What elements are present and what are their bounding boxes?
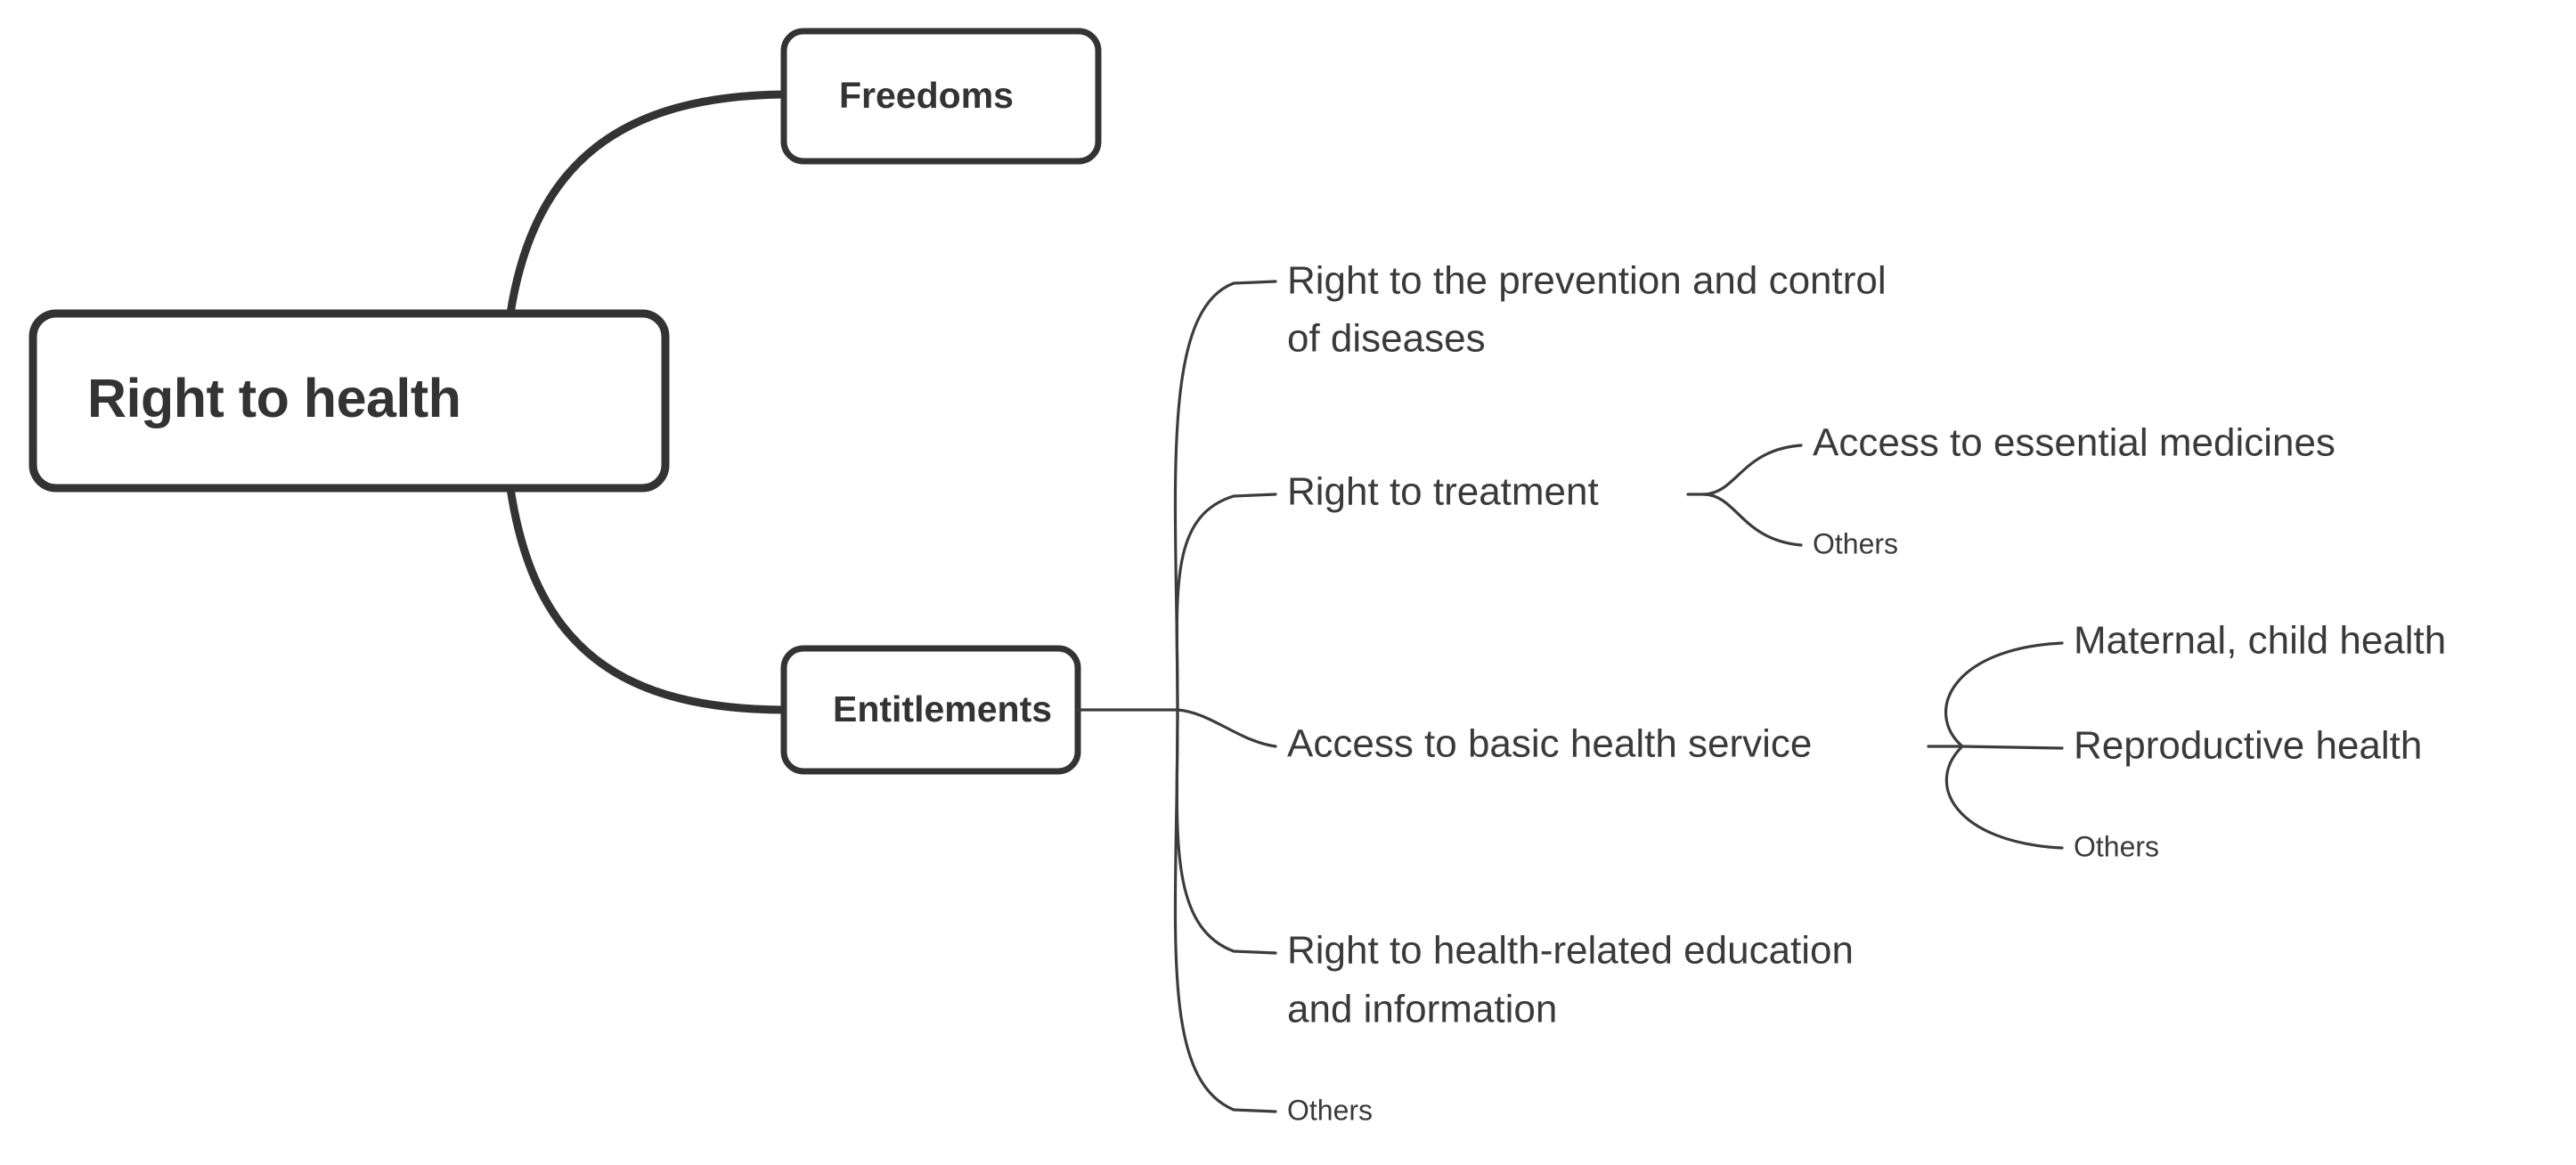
topic-prevention[interactable]: Right to the prevention and control of d… — [1287, 259, 1887, 361]
topic-entitlements-others-label: Others — [1287, 1094, 1373, 1126]
leaf-essential-medicines-label: Access to essential medicines — [1813, 421, 2336, 465]
topic-health-education-line2: and information — [1287, 988, 1557, 1031]
link-treatment-to-others — [1702, 493, 1803, 547]
root-node-label: Right to health — [87, 368, 461, 428]
leaf-treatment-others[interactable]: Others — [1813, 527, 1898, 559]
topic-prevention-line2: of diseases — [1287, 317, 1486, 361]
branch-node-entitlements[interactable]: Entitlements — [780, 645, 1081, 775]
leaf-maternal-child-health-label: Maternal, child health — [2074, 619, 2446, 663]
branch-freedoms-box — [780, 28, 1102, 165]
link-entitlements-to-education — [1175, 708, 1277, 955]
link-entitlements-to-basic-health — [1176, 708, 1277, 748]
topic-basic-health-line1: Access to basic health service — [1287, 722, 1812, 766]
leaf-treatment-others-label: Others — [1813, 527, 1898, 559]
leaf-essential-medicines[interactable]: Access to essential medicines — [1813, 421, 2336, 465]
root-node-box — [29, 309, 670, 493]
branch-freedoms-label: Freedoms — [839, 75, 1014, 116]
root-node[interactable]: Right to health — [29, 309, 670, 493]
topic-basic-health-service[interactable]: Access to basic health service — [1287, 722, 1812, 766]
link-entitlements-to-others — [1173, 708, 1277, 1113]
link-root-to-freedoms — [506, 90, 788, 318]
topic-entitlements-others[interactable]: Others — [1287, 1094, 1373, 1126]
topic-health-education-line1: Right to health-related education — [1287, 929, 1854, 973]
leaf-basic-others[interactable]: Others — [2074, 830, 2159, 862]
link-entitlements-to-treatment — [1175, 493, 1277, 712]
branch-node-freedoms[interactable]: Freedoms — [780, 28, 1102, 165]
topic-treatment[interactable]: Right to treatment — [1287, 470, 1599, 514]
link-basic-health-to-reproductive — [1961, 745, 2064, 750]
branch-entitlements-label: Entitlements — [833, 688, 1052, 729]
leaf-maternal-child-health[interactable]: Maternal, child health — [2074, 619, 2446, 663]
link-basic-health-to-others — [1944, 745, 2064, 850]
topic-prevention-line1: Right to the prevention and control — [1287, 259, 1887, 303]
link-root-to-entitlements — [506, 484, 788, 714]
topic-health-education[interactable]: Right to health-related education and in… — [1287, 929, 1854, 1031]
leaf-reproductive-health[interactable]: Reproductive health — [2074, 724, 2422, 768]
link-basic-health-to-maternal — [1944, 641, 2064, 748]
leaf-basic-others-label: Others — [2074, 830, 2159, 862]
link-treatment-to-essential-medicines — [1702, 444, 1803, 496]
topic-treatment-line1: Right to treatment — [1287, 470, 1599, 514]
leaf-reproductive-health-label: Reproductive health — [2074, 724, 2422, 768]
